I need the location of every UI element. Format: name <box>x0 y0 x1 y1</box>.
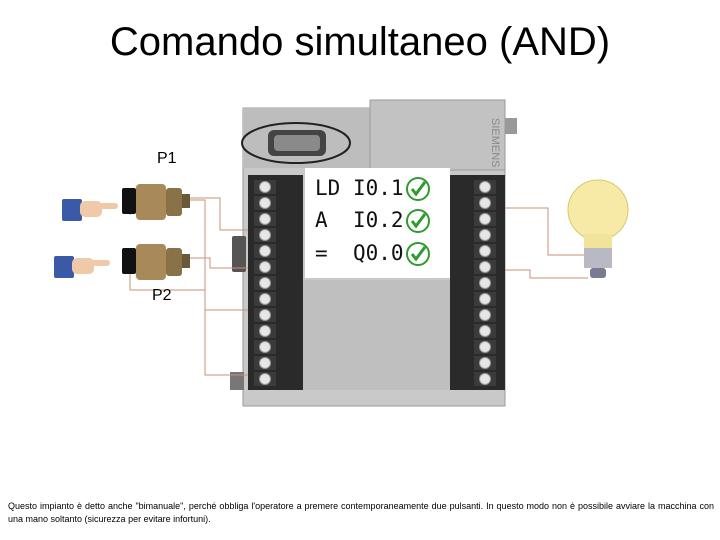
terminal-screw <box>259 373 271 385</box>
terminal-screw <box>479 341 491 353</box>
terminal-screw <box>479 197 491 209</box>
hand-icon <box>54 256 110 278</box>
instruction: LD <box>315 176 341 200</box>
plc-program-panel: LD I0.1 A I0.2 = Q0.0 <box>305 168 450 278</box>
light-bulb-icon <box>567 179 629 278</box>
output-terminal-strip <box>474 180 496 386</box>
operand: I0.1 <box>352 176 404 200</box>
operand: Q0.0 <box>352 241 404 265</box>
terminal-screw <box>479 309 491 321</box>
terminal-screw <box>259 229 271 241</box>
terminal-screw <box>479 245 491 257</box>
terminal-screw <box>479 357 491 369</box>
terminal-screw <box>259 293 271 305</box>
terminal-screw <box>479 293 491 305</box>
footer-description: Questo impianto è detto anche "bimanuale… <box>8 501 714 524</box>
terminal-screw <box>479 181 491 193</box>
hand-icon <box>62 199 118 221</box>
terminal-screw <box>479 229 491 241</box>
pushbutton-p1-label: P1 <box>157 150 177 167</box>
instruction: A <box>315 208 328 232</box>
terminal-screw <box>479 373 491 385</box>
check-icon <box>406 209 430 233</box>
pushbutton-p2 <box>122 244 190 280</box>
program-line: A I0.2 <box>315 208 404 232</box>
check-icon <box>406 177 430 201</box>
terminal-screw <box>259 197 271 209</box>
brand-label: SIEMENS <box>489 118 501 168</box>
slide-title: Comando simultaneo (AND) <box>109 20 611 64</box>
terminal-screw <box>259 325 271 337</box>
terminal-screw <box>259 245 271 257</box>
terminal-screw <box>479 213 491 225</box>
instruction: = <box>315 241 328 265</box>
pushbutton-p2-label: P2 <box>152 287 172 304</box>
port-highlight-ellipse <box>241 122 351 164</box>
terminal-screw <box>259 261 271 273</box>
terminal-screw <box>479 261 491 273</box>
pushbutton-p1 <box>122 184 190 220</box>
operand: I0.2 <box>352 208 404 232</box>
program-line: = Q0.0 <box>315 241 404 265</box>
terminal-screw <box>259 181 271 193</box>
terminal-screw <box>259 309 271 321</box>
terminal-screw <box>259 277 271 289</box>
terminal-screw <box>259 213 271 225</box>
terminal-screw <box>479 325 491 337</box>
terminal-screw <box>479 277 491 289</box>
terminal-screw <box>259 357 271 369</box>
input-terminal-strip <box>254 180 276 386</box>
check-icon <box>406 242 430 266</box>
terminal-screw <box>259 341 271 353</box>
program-line: LD I0.1 <box>315 176 404 200</box>
